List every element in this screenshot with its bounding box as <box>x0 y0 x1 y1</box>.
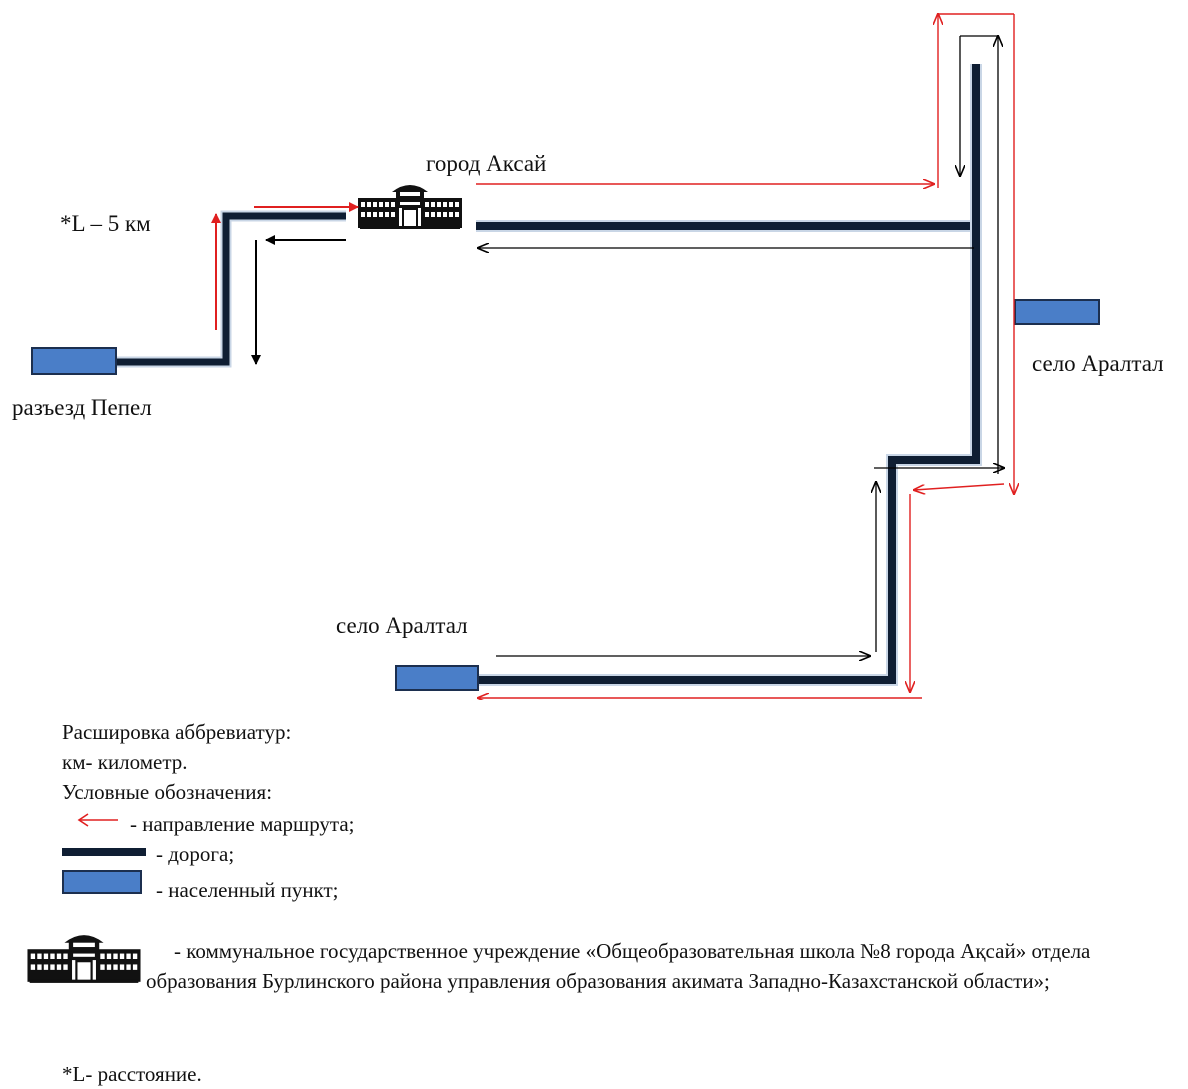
legend-settlement: - населенный пункт; <box>156 878 339 902</box>
settlement-razezd-pepel <box>31 347 117 375</box>
label-village-south: село Аралтал <box>336 613 468 638</box>
route-map <box>31 0 1100 700</box>
legend-road: - дорога; <box>156 842 235 866</box>
legend-symbols-title: Условные обозначения: <box>62 780 273 804</box>
legend-school: - коммунальное государственное учреждени… <box>146 939 1091 994</box>
legend-route: - направление маршрута; <box>130 812 355 836</box>
label-city-aksai: город Аксай <box>426 151 547 176</box>
settlement-aralt-east <box>1014 299 1100 325</box>
settlements <box>31 299 1100 691</box>
label-razezd-pepel: разъезд Пепел <box>12 395 152 420</box>
legend-school-icon <box>27 935 141 983</box>
label-distance: *L – 5 км <box>60 211 151 236</box>
road-pepel-to-aksai <box>116 210 346 368</box>
red-arrow-icon <box>77 813 118 827</box>
legend-road-swatch <box>62 848 146 856</box>
label-village-east: село Аралтал <box>1032 351 1164 376</box>
legend-distance-note: *L- расстояние. <box>62 1062 202 1086</box>
road-north-south-trunk <box>478 64 982 686</box>
route-black <box>251 36 1004 656</box>
route-red <box>211 14 1014 698</box>
school-building-icon <box>358 185 462 229</box>
road-network <box>116 64 982 686</box>
legend-settlement-swatch <box>62 870 142 894</box>
legend-abbr-title: Расшировка аббревиатур: <box>62 720 292 744</box>
legend-abbr-km: км- километр. <box>62 750 188 774</box>
settlement-aralt-south <box>395 665 479 691</box>
